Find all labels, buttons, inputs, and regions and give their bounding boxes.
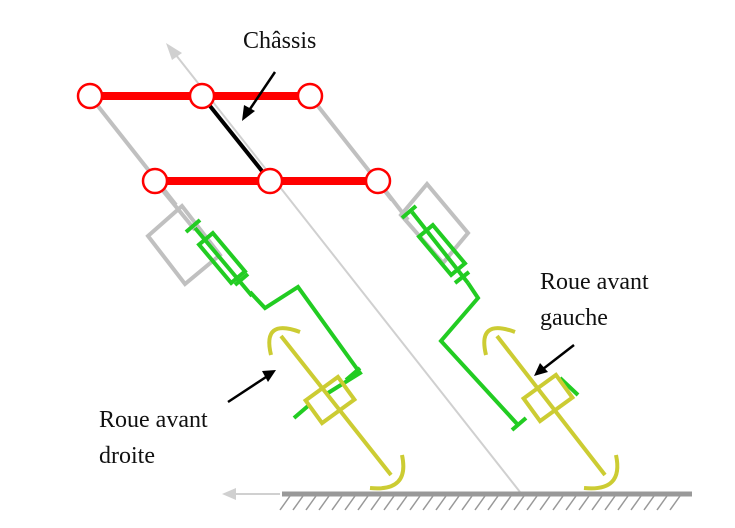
pivot-joints (76, 82, 392, 195)
left-wheel-label-line2: gauche (540, 305, 608, 331)
ground-hatch (487, 495, 499, 511)
ground-hatch (305, 495, 317, 511)
ground-hatch (565, 495, 577, 511)
ground-hatch (578, 495, 590, 511)
ground-hatch (630, 495, 642, 511)
vertical-axis (171, 49, 521, 493)
axis-lines (166, 43, 521, 500)
wheels (267, 326, 620, 491)
right-wheel-label-line1: Roue avant (99, 407, 208, 433)
ground-hatch (617, 495, 629, 511)
ground-hatch (435, 495, 447, 511)
ground-hatch (409, 495, 421, 511)
ground-hatch (396, 495, 408, 511)
ground-hatch (344, 495, 356, 511)
chassis-rod (200, 94, 272, 183)
ground-hatch (370, 495, 382, 511)
right-wheel (267, 326, 406, 491)
ground-hatch (292, 495, 304, 511)
ground-hatch (383, 495, 395, 511)
ground-hatch (591, 495, 603, 511)
ground-hatch (552, 495, 564, 511)
horizontal-axis-arrowhead (222, 488, 236, 500)
right-wheel-pointer-arrow (227, 370, 276, 404)
ground-hatch (500, 495, 512, 511)
chassis-label: Châssis (243, 28, 317, 54)
ground-hatch (422, 495, 434, 511)
ground-hatch (474, 495, 486, 511)
vertical-axis-arrowhead (166, 43, 182, 60)
ground-hatch (318, 495, 330, 511)
ground-hatch (643, 495, 655, 511)
ground (279, 491, 692, 511)
pointer-arrows (227, 71, 575, 404)
left-wheel (482, 326, 620, 491)
ground-hatch (331, 495, 343, 511)
steering-linkage (184, 204, 580, 432)
left-wheel-label-line1: Roue avant (540, 269, 649, 295)
left-wheel-pointer-arrow (534, 344, 575, 376)
ground-hatch (526, 495, 538, 511)
left-steering-housing (398, 180, 471, 267)
ground-hatch (539, 495, 551, 511)
ground-hatch (279, 495, 291, 511)
ground-hatch (669, 495, 681, 511)
ground-hatch (513, 495, 525, 511)
ground-hatch (461, 495, 473, 511)
ground-hatch (448, 495, 460, 511)
chassis-pointer-arrow (242, 71, 277, 121)
ground-hatch (656, 495, 668, 511)
ground-hatch (604, 495, 616, 511)
ground-hatch (357, 495, 369, 511)
chassis (76, 82, 392, 195)
right-wheel-label-line2: droite (99, 443, 155, 469)
